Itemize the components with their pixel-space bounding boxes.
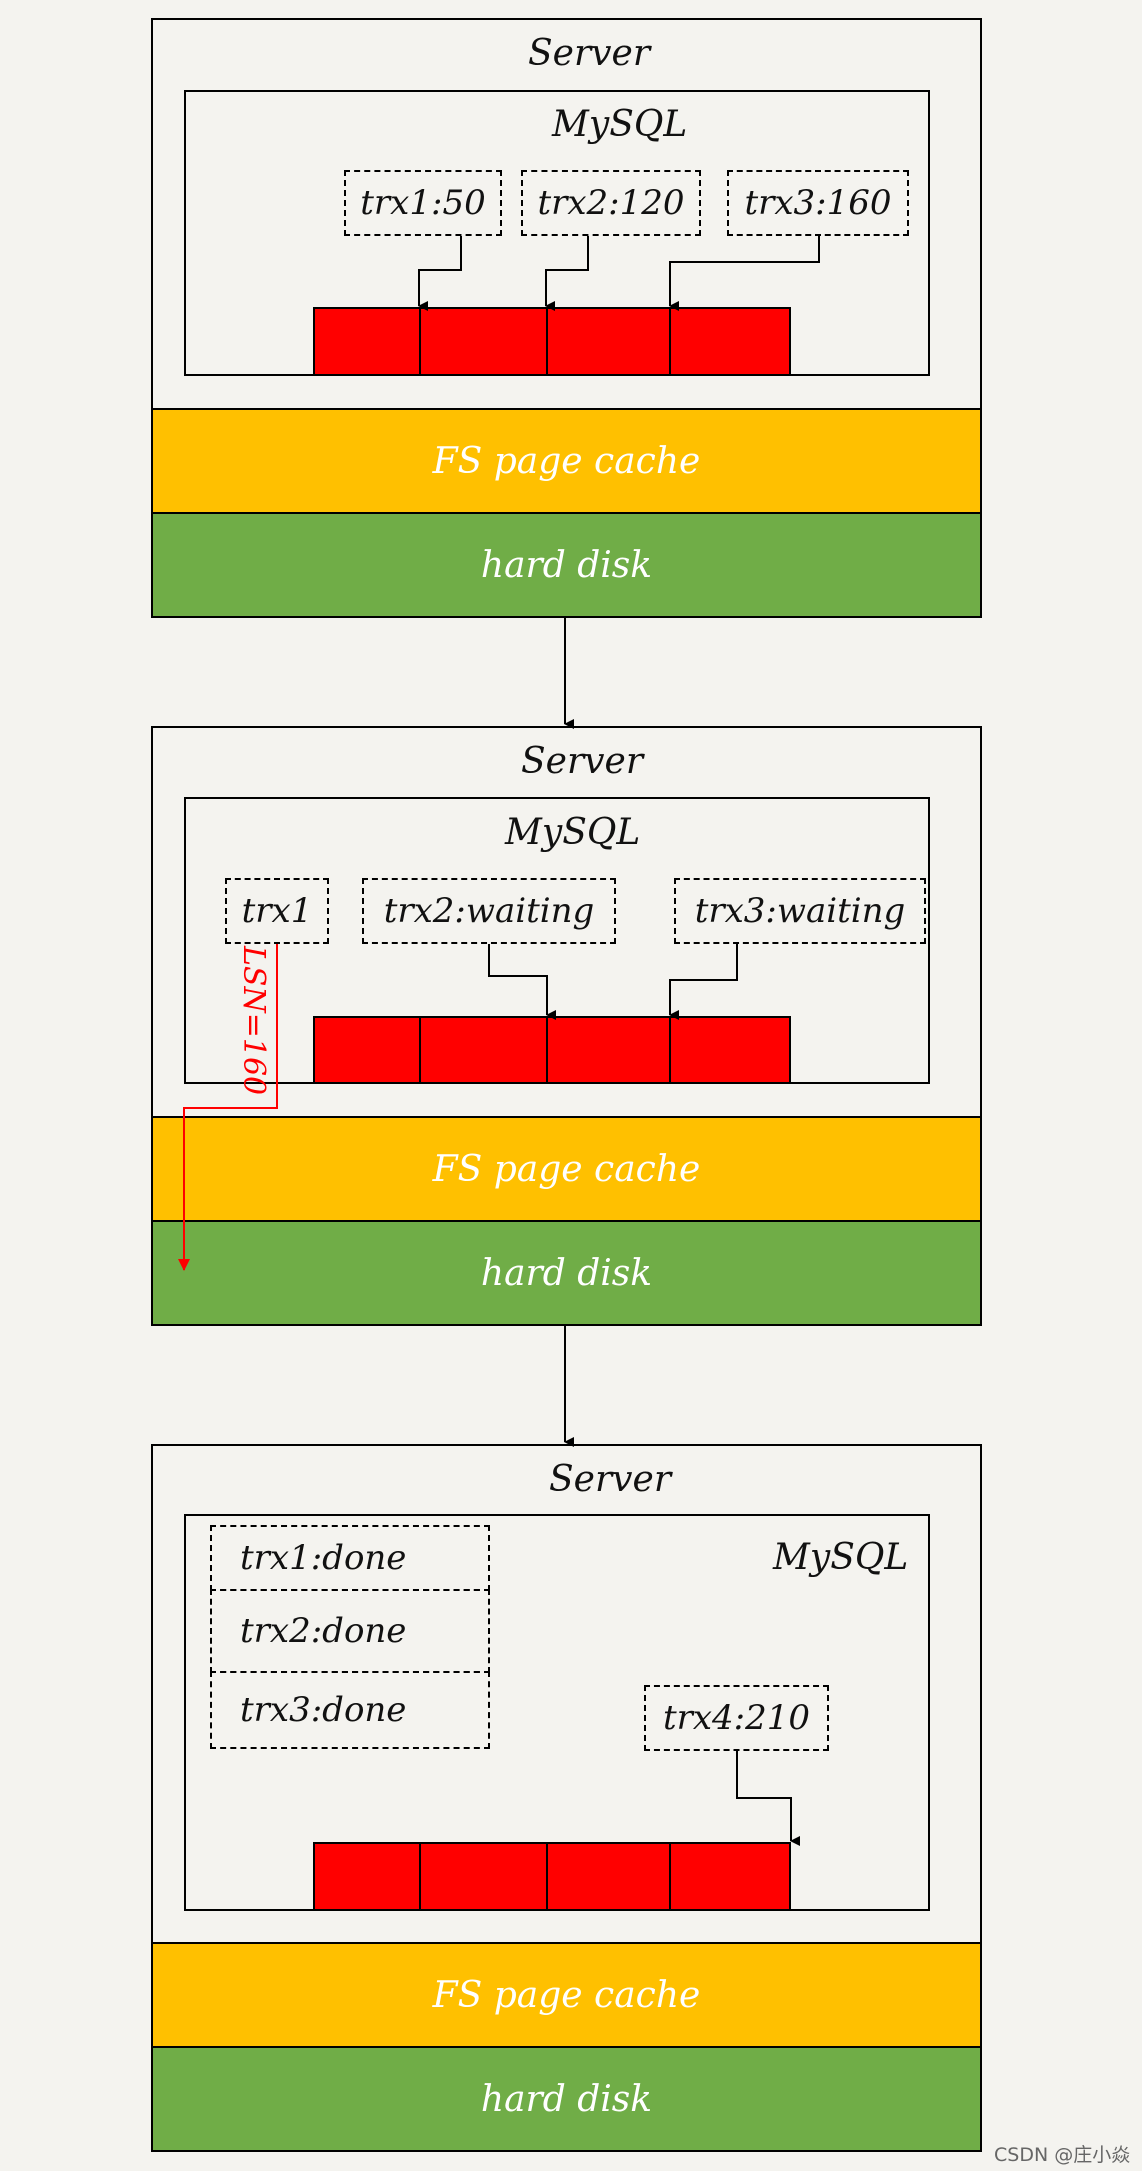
redo-log-divider [546, 309, 548, 374]
lsn-flush-arrow [178, 944, 278, 1271]
redo-log-divider [669, 1018, 671, 1082]
redo-log-buffer-3 [313, 1842, 791, 1911]
redo-log-divider [546, 1844, 548, 1909]
trx1-to-log-connector [418, 236, 462, 311]
hard-disk-1: hard disk [151, 512, 982, 618]
server-label-3: Server [549, 1459, 672, 1500]
trx-box-2-3: trx3:waiting [674, 878, 926, 944]
redo-log-divider [419, 1844, 421, 1909]
hard-disk-2: hard disk [151, 1220, 982, 1326]
trx4-to-log-connector [736, 1751, 800, 1846]
server-label-1: Server [528, 33, 651, 74]
fs-page-cache-1: FS page cache [151, 408, 982, 514]
trx-box-1-2: trx2:120 [521, 170, 701, 236]
trx2-waiting-connector [488, 944, 556, 1020]
mysql-label-2: MySQL [505, 812, 641, 853]
trx2-to-log-connector [545, 236, 589, 311]
redo-log-divider [546, 1018, 548, 1082]
watermark: CSDN @庄小焱 [994, 2144, 1131, 2166]
hard-disk-3: hard disk [151, 2046, 982, 2152]
mysql-label-1: MySQL [552, 104, 688, 145]
server-label-2: Server [521, 741, 644, 782]
redo-log-divider [669, 1844, 671, 1909]
trx3-waiting-connector [669, 944, 738, 1020]
redo-log-divider [419, 309, 421, 374]
trx-box-3-1: trx4:210 [644, 1685, 829, 1751]
trx3-to-log-connector [669, 236, 820, 311]
done-list-item-3: trx3:done [210, 1671, 490, 1749]
redo-log-divider [419, 1018, 421, 1082]
redo-log-divider [669, 309, 671, 374]
trx-box-1-3: trx3:160 [727, 170, 909, 236]
mysql-label-3: MySQL [773, 1537, 909, 1578]
trx-box-2-2: trx2:waiting [362, 878, 616, 944]
fs-page-cache-2: FS page cache [151, 1116, 982, 1222]
redo-log-buffer-1 [313, 307, 791, 376]
redo-log-buffer-2 [313, 1016, 791, 1084]
fs-page-cache-3: FS page cache [151, 1942, 982, 2048]
trx-box-1-1: trx1:50 [344, 170, 502, 236]
trx-box-2-1: trx1 [225, 878, 329, 944]
lsn-label: LSN=160 [236, 946, 271, 1096]
